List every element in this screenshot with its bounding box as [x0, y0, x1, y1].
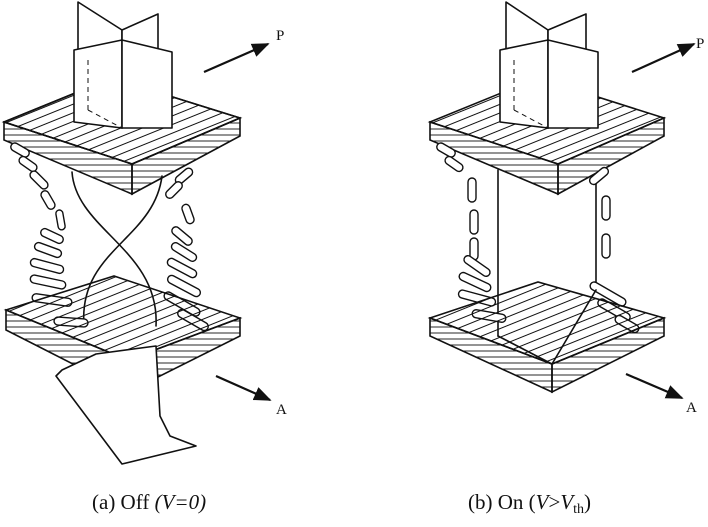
polarizer-arrow-a	[203, 42, 270, 74]
transmitted-light-arrow-a	[55, 345, 197, 465]
caption-a: (a) Off (V=0)	[92, 490, 206, 515]
polarizer-vanes-b	[499, 1, 599, 129]
polarizer-label-b: P	[696, 36, 704, 52]
panel-b: P	[427, 1, 704, 416]
caption-b: (b) On (V>Vth)	[468, 490, 592, 517]
analyzer-arrow-b	[625, 372, 684, 400]
analyzer-arrow-a	[215, 374, 272, 402]
caption-b-prefix: (b) On	[468, 490, 524, 514]
caption-b-op: >	[548, 490, 561, 514]
polarizer-label-a: P	[276, 28, 284, 44]
polarizer-arrow-b	[631, 42, 696, 74]
polarizer-vanes-a	[73, 1, 173, 129]
panel-a: P	[1, 1, 287, 465]
analyzer-label-a: A	[276, 402, 287, 418]
analyzer-label-b: A	[686, 400, 697, 416]
caption-a-condition: (V=0)	[154, 490, 207, 514]
caption-a-prefix: (a) Off	[92, 490, 150, 514]
caption-b-vth: V	[560, 490, 574, 514]
bottom-plate-b	[427, 281, 667, 394]
caption-b-vth-sub: th	[573, 502, 585, 517]
caption-b-var: V	[535, 490, 549, 514]
